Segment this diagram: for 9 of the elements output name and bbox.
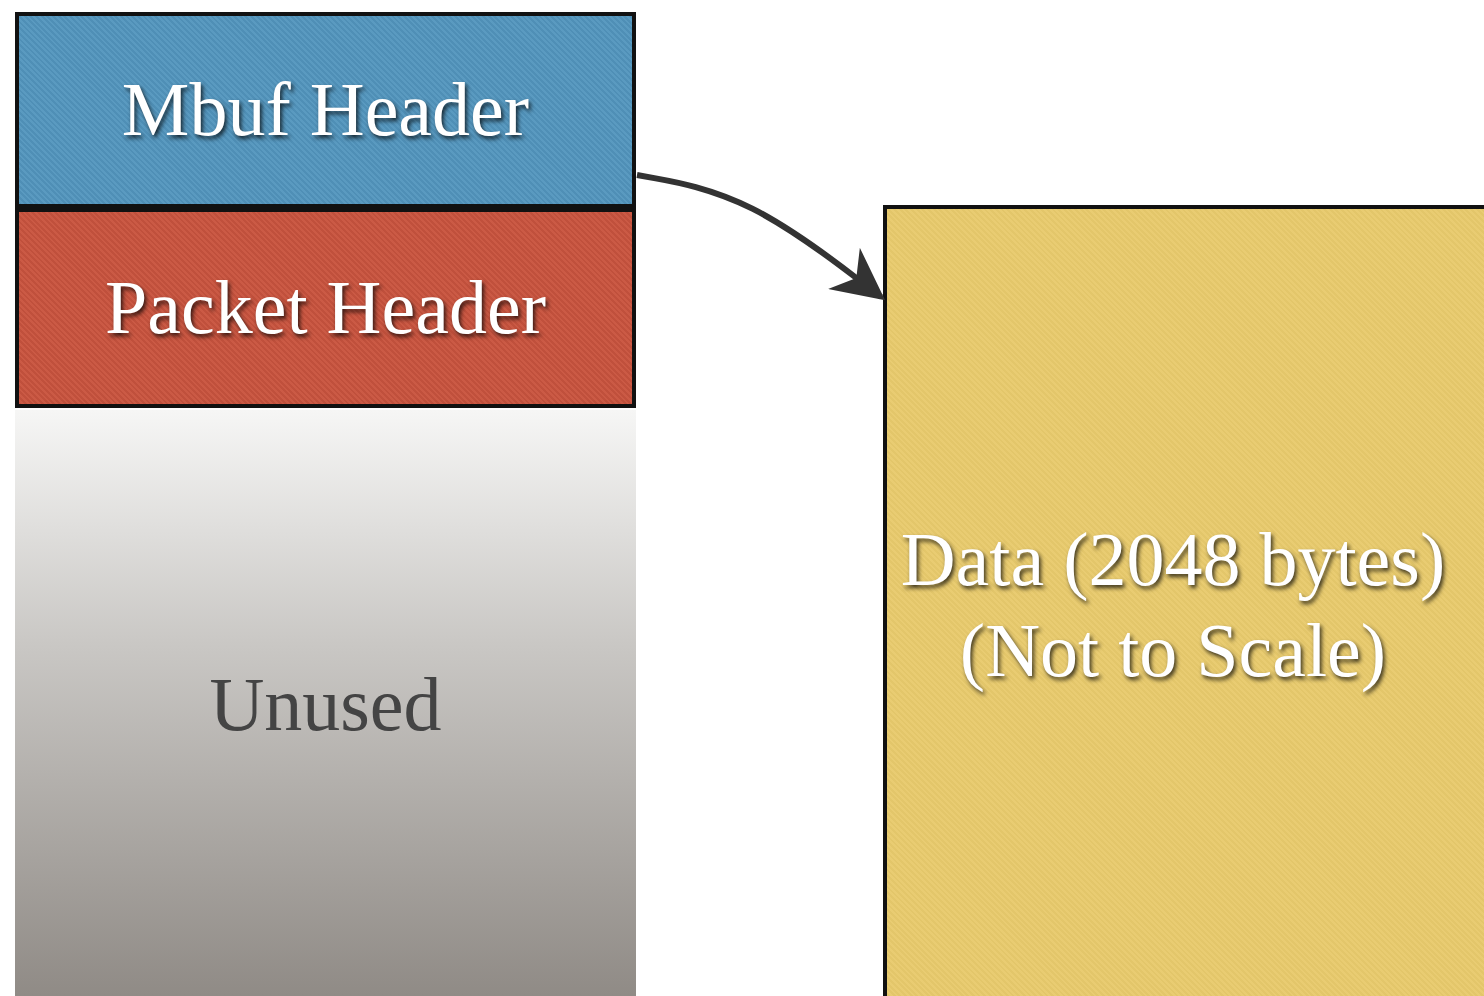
memory-block	[883, 205, 1484, 996]
block-label: Mbuf Header	[121, 66, 530, 154]
block-label: Unused	[209, 661, 442, 749]
memory-block	[15, 410, 636, 996]
memory-block	[15, 12, 636, 208]
arrow	[636, 172, 886, 301]
memory-block	[15, 208, 636, 408]
block-label: Data (2048 bytes) (Not to Scale)	[899, 515, 1447, 694]
block-label: Packet Header	[105, 264, 546, 352]
